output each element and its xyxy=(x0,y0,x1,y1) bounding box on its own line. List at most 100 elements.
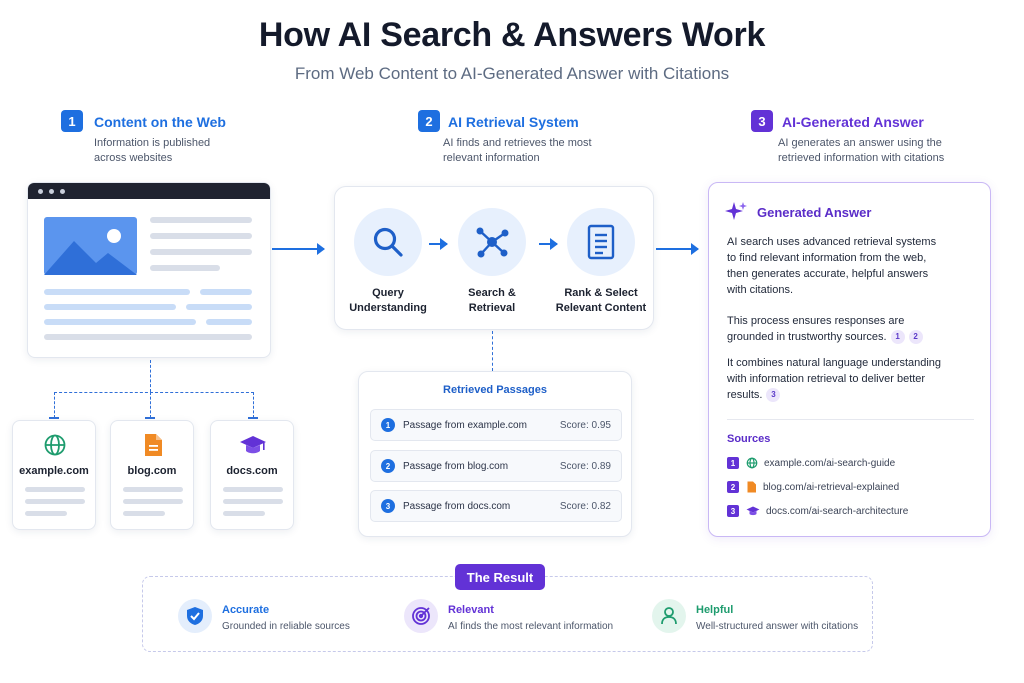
step-3-title: AI-Generated Answer xyxy=(782,114,924,130)
text-line xyxy=(150,249,252,255)
step-2-badge: 2 xyxy=(418,110,440,132)
process-label-rank: Rank & Select Relevant Content xyxy=(551,286,651,316)
globe-icon xyxy=(746,457,758,469)
process-label-line-1: Query xyxy=(372,287,404,299)
user-icon xyxy=(652,599,686,633)
answer-paragraph-2: This process ensures responses are groun… xyxy=(727,313,982,345)
arrow-icon xyxy=(429,238,448,250)
process-label-line-1: Rank & Select xyxy=(564,287,638,299)
text-line xyxy=(150,217,252,223)
passage-text: Passage from docs.com xyxy=(403,500,511,512)
answer-paragraph-1: AI search uses advanced retrieval system… xyxy=(727,234,982,298)
source-url: blog.com/ai-retrieval-explained xyxy=(763,481,900,493)
source-number: 3 xyxy=(727,505,739,517)
text-line xyxy=(44,304,176,310)
text-line xyxy=(123,511,165,516)
result-item-title: Accurate xyxy=(222,604,270,616)
step-3-badge: 3 xyxy=(751,110,773,132)
step-1-title: Content on the Web xyxy=(94,114,226,130)
answer-line: It combines natural language understandi… xyxy=(727,357,942,369)
web-browser-mockup xyxy=(27,182,271,358)
connector-line xyxy=(54,392,254,393)
text-line xyxy=(150,233,252,239)
arrow-to-retrieval xyxy=(272,243,325,255)
network-icon xyxy=(458,208,526,276)
source-label: docs.com xyxy=(226,465,278,477)
source-card-docs: docs.com xyxy=(210,420,294,530)
answer-line: results. xyxy=(727,389,763,401)
text-line xyxy=(44,334,252,340)
sparkle-icon xyxy=(725,201,747,228)
generated-answer-card: Generated Answer AI search uses advanced… xyxy=(708,182,991,537)
text-line xyxy=(150,265,220,271)
step-3-desc: AI generates an answer using the retriev… xyxy=(778,136,944,166)
browser-title-bar xyxy=(28,183,270,199)
step-3-desc-line-1: AI generates an answer using the xyxy=(778,137,942,149)
text-line xyxy=(123,487,183,492)
retrieved-passages-title: Retrieved Passages xyxy=(443,384,547,396)
citation-badge[interactable]: 3 xyxy=(766,388,781,403)
passage-score: Score: 0.89 xyxy=(559,460,611,472)
result-item-desc: Grounded in reliable sources xyxy=(222,621,350,632)
answer-line: then generates accurate, helpful answers xyxy=(727,268,929,280)
source-card-example: example.com xyxy=(12,420,96,530)
passage-number: 2 xyxy=(381,459,395,473)
text-line xyxy=(25,511,67,516)
step-2-desc: AI finds and retrieves the most relevant… xyxy=(443,136,592,166)
source-card-blog: blog.com xyxy=(110,420,194,530)
answer-line: with information retrieval to deliver be… xyxy=(727,373,926,385)
process-label-query: Query Understanding xyxy=(338,286,438,316)
passage-text: Passage from example.com xyxy=(403,419,527,431)
sources-title: Sources xyxy=(727,433,771,445)
answer-title: Generated Answer xyxy=(757,205,872,220)
step-1-desc-line-1: Information is published xyxy=(94,137,211,149)
passage-row[interactable]: 2 Passage from blog.com Score: 0.89 xyxy=(370,450,622,482)
passage-row[interactable]: 3 Passage from docs.com Score: 0.82 xyxy=(370,490,622,522)
document-icon xyxy=(746,481,757,493)
connector-line xyxy=(54,392,55,418)
result-item-desc: AI finds the most relevant information xyxy=(448,621,614,632)
text-line xyxy=(123,499,183,504)
citation-badge[interactable]: 1 xyxy=(890,330,905,345)
source-link[interactable]: 1 example.com/ai-search-guide xyxy=(727,455,895,471)
passage-row[interactable]: 1 Passage from example.com Score: 0.95 xyxy=(370,409,622,441)
answer-line: This process ensures responses are xyxy=(727,315,905,327)
source-label: example.com xyxy=(19,465,89,477)
process-label-retrieval: Search & Retrieval xyxy=(442,286,542,316)
document-list-icon xyxy=(567,208,635,276)
result-item-title: Relevant xyxy=(448,604,494,616)
process-label-line-2: Retrieval xyxy=(468,302,516,314)
connector-line xyxy=(150,392,151,418)
step-1-desc: Information is published across websites xyxy=(94,136,210,166)
answer-paragraph-3: It combines natural language understandi… xyxy=(727,355,982,403)
step-2-desc-line-1: AI finds and retrieves the most xyxy=(443,137,592,149)
graduation-cap-icon xyxy=(239,433,267,462)
connector-line xyxy=(253,392,254,418)
page-title: How AI Search & Answers Work xyxy=(258,16,766,54)
result-item-title: Helpful xyxy=(696,604,734,616)
source-number: 2 xyxy=(727,481,739,493)
text-line xyxy=(44,319,196,325)
source-url: docs.com/ai-search-architecture xyxy=(766,505,909,517)
text-line xyxy=(206,319,252,325)
text-line xyxy=(223,487,283,492)
source-number: 1 xyxy=(727,457,739,469)
source-link[interactable]: 2 blog.com/ai-retrieval-explained xyxy=(727,479,899,495)
text-line xyxy=(223,511,265,516)
arrow-icon xyxy=(539,238,558,250)
search-icon xyxy=(354,208,422,276)
connector-line xyxy=(150,360,151,392)
text-line xyxy=(44,289,190,295)
arrow-to-answer xyxy=(656,243,699,255)
divider xyxy=(727,419,974,420)
answer-line: AI search uses advanced retrieval system… xyxy=(727,236,937,248)
globe-icon xyxy=(43,433,67,462)
passage-number: 3 xyxy=(381,499,395,513)
page-subtitle: From Web Content to AI-Generated Answer … xyxy=(294,64,730,83)
retrieval-system-card: Query Understanding Search & Retrieval R… xyxy=(334,186,654,330)
source-link[interactable]: 3 docs.com/ai-search-architecture xyxy=(727,503,908,519)
result-label: The Result xyxy=(455,564,545,590)
citation-badge[interactable]: 2 xyxy=(908,330,923,345)
shield-check-icon xyxy=(178,599,212,633)
source-url: example.com/ai-search-guide xyxy=(764,457,896,469)
